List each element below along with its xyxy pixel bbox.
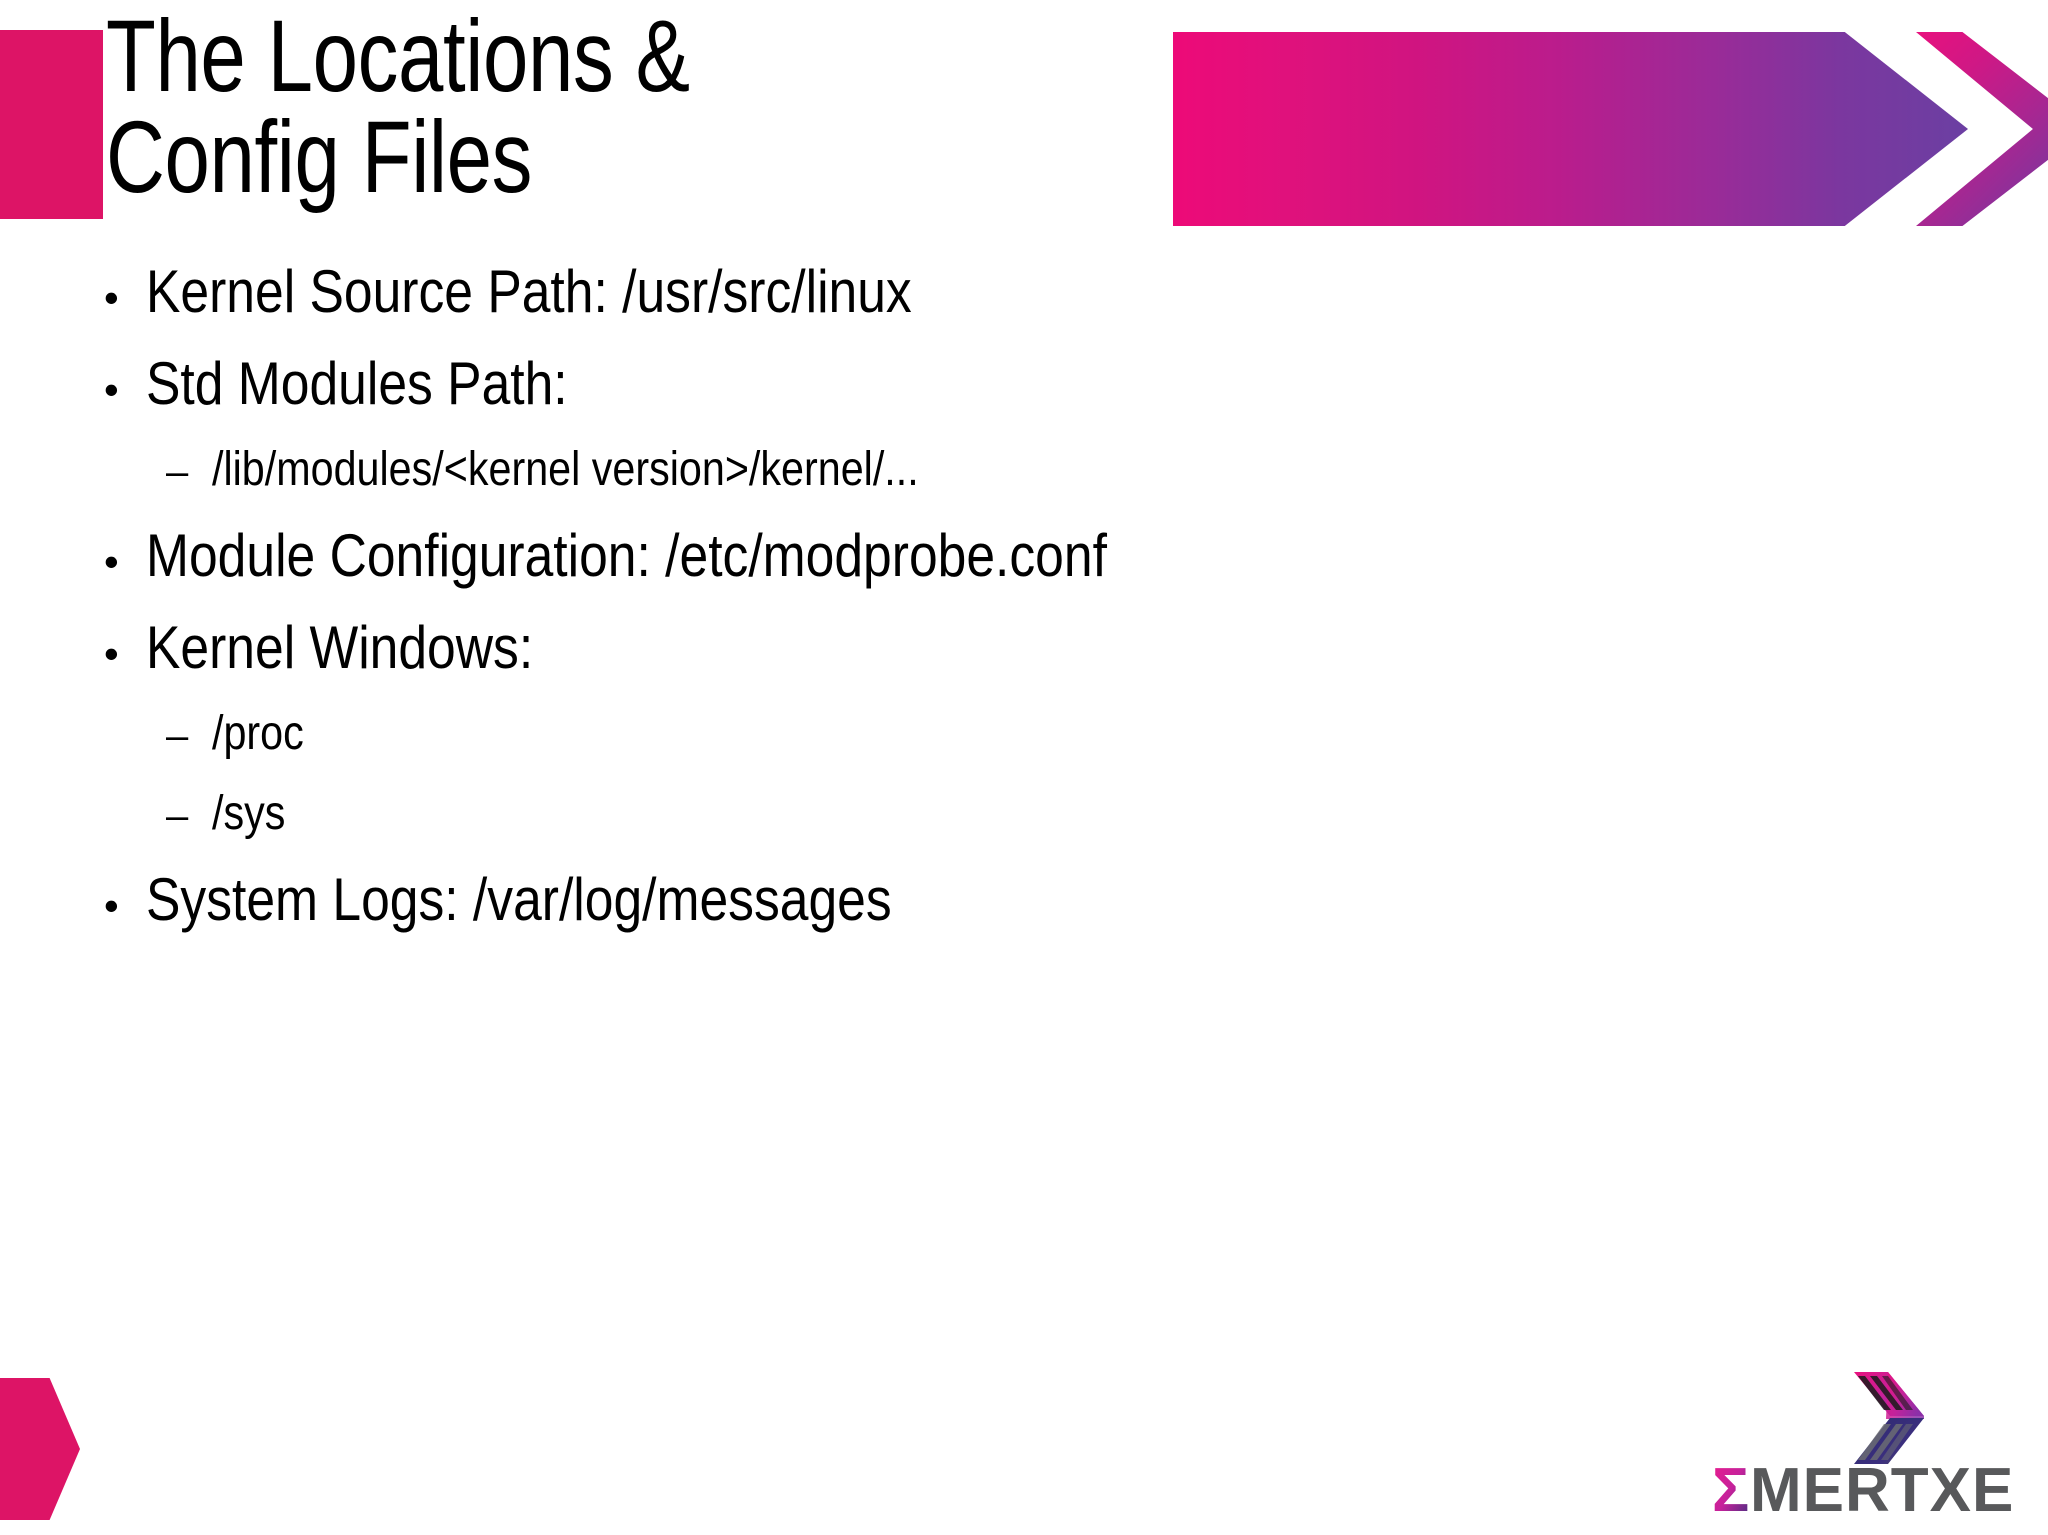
list-item-label: /proc xyxy=(212,707,304,760)
footer-arrow-shape xyxy=(0,1378,80,1520)
page-title: The Locations & Config Files xyxy=(106,0,690,214)
logo-chevron-icon xyxy=(1836,1372,1924,1464)
bullet-marker-icon: • xyxy=(104,274,119,321)
list-item-label: Kernel Windows: xyxy=(146,614,534,681)
logo-sigma-glyph: Σ xyxy=(1712,1456,1749,1525)
list-item-label: System Logs: /var/log/messages xyxy=(146,866,892,933)
list-item: – /sys xyxy=(104,790,1904,838)
logo-wordmark: Σ MERTXE xyxy=(1708,1456,2038,1526)
list-item-label: /lib/modules/<kernel version>/kernel/... xyxy=(212,443,919,496)
list-item-label: Module Configuration: /etc/modprobe.conf xyxy=(146,522,1107,589)
list-item: • System Logs: /var/log/messages xyxy=(104,870,1904,930)
list-item: • Kernel Windows: xyxy=(104,618,1904,678)
header-banner-arrow xyxy=(1173,32,1968,226)
bullet-list: • Kernel Source Path: /usr/src/linux • S… xyxy=(104,262,1904,962)
list-item: • Std Modules Path: xyxy=(104,354,1904,414)
title-accent-bar xyxy=(0,30,103,219)
bullet-marker-icon: • xyxy=(104,882,119,929)
logo-wordmark-text: MERTXE xyxy=(1750,1456,2014,1525)
bullet-marker-icon: • xyxy=(104,630,119,677)
list-item-label: Kernel Source Path: /usr/src/linux xyxy=(146,258,912,325)
list-item-label: /sys xyxy=(212,787,286,840)
list-item-label: Std Modules Path: xyxy=(146,350,568,417)
dash-marker-icon: – xyxy=(166,714,189,758)
list-item: – /lib/modules/<kernel version>/kernel/.… xyxy=(104,446,1904,494)
list-item: • Module Configuration: /etc/modprobe.co… xyxy=(104,526,1904,586)
emertxe-logo: Σ MERTXE xyxy=(1708,1372,2038,1530)
dash-marker-icon: – xyxy=(166,450,189,494)
bullet-marker-icon: • xyxy=(104,366,119,413)
list-item: – /proc xyxy=(104,710,1904,758)
dash-marker-icon: – xyxy=(166,794,189,838)
bullet-marker-icon: • xyxy=(104,538,119,585)
list-item: • Kernel Source Path: /usr/src/linux xyxy=(104,262,1904,322)
